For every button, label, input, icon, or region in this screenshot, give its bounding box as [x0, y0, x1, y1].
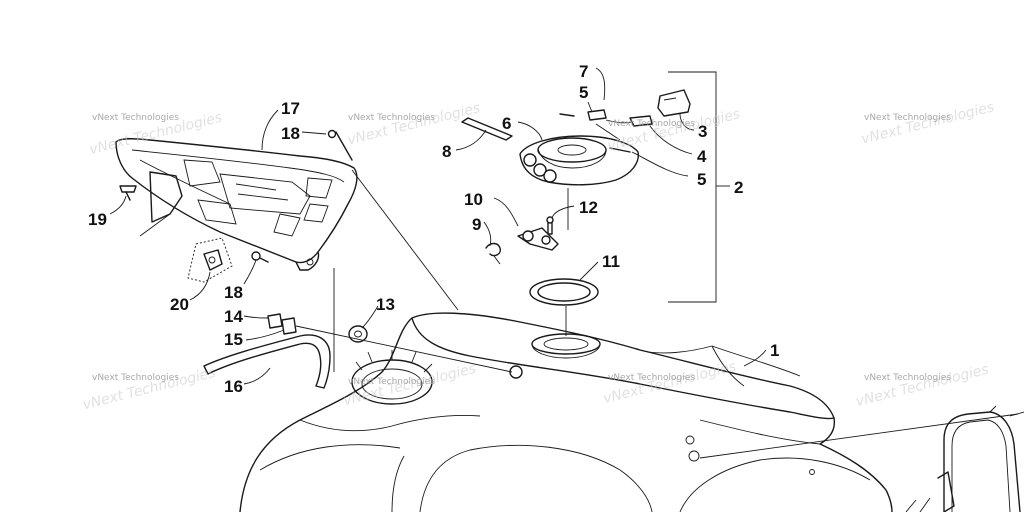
watermarks: vNext Technologies vNext Technologies vN…: [81, 99, 996, 413]
callout-20: 20: [170, 295, 189, 314]
callout-19: 19: [88, 210, 107, 229]
watermark: vNext Technologies: [864, 373, 951, 383]
hinge-bracket: [485, 216, 559, 265]
callout-1: 1: [770, 341, 779, 360]
callout-7: 7: [579, 62, 588, 81]
callout-10: 10: [464, 190, 483, 209]
callout-12: 12: [579, 198, 598, 217]
watermark: vNext Technologies: [864, 113, 951, 123]
grommet: [348, 325, 368, 343]
watermark: vNext Technologies: [608, 373, 695, 383]
watermark: vNext Technologies: [348, 113, 435, 123]
assembly-lines: [333, 123, 1019, 459]
callout-3: 3: [698, 122, 707, 141]
callout-5-upper: 5: [579, 83, 588, 102]
bracket: [187, 237, 233, 283]
watermark: vNext Technologies: [608, 119, 695, 129]
plug: [119, 185, 137, 201]
callout-16: 16: [224, 377, 243, 396]
hose-fitting: [203, 313, 513, 389]
cap-assembly: [461, 89, 691, 230]
watermark: vNext Technologies: [348, 377, 435, 387]
callout-15: 15: [224, 330, 243, 349]
fuel-tank: [239, 312, 893, 512]
callout-18-upper: 18: [281, 124, 300, 143]
screw-upper: [327, 129, 353, 161]
callout-2: 2: [734, 178, 743, 197]
gasket: [529, 278, 599, 336]
watermark-bg: vNext Technologies: [81, 365, 217, 413]
leader-lines: [109, 67, 767, 385]
callout-6: 6: [502, 114, 511, 133]
callout-8: 8: [442, 142, 451, 161]
watermark-bg: vNext Technologies: [854, 362, 990, 410]
callout-labels: 1 2 3 4 5 5 6 7 8 9 10 11 12 13 14 15 16…: [88, 62, 779, 396]
callout-14: 14: [224, 307, 243, 326]
callout-9: 9: [472, 215, 481, 234]
side-panel: [905, 405, 1024, 512]
callout-5-lower: 5: [697, 170, 706, 189]
watermark: vNext Technologies: [92, 373, 179, 383]
callout-13: 13: [376, 295, 395, 314]
watermark-bg: vNext Technologies: [346, 100, 482, 148]
callout-17: 17: [281, 99, 300, 118]
screw-lower: [251, 251, 269, 263]
callout-18-lower: 18: [224, 283, 243, 302]
watermark: vNext Technologies: [92, 113, 179, 123]
rear-cowl: [115, 137, 358, 271]
callout-4: 4: [697, 147, 707, 166]
watermark-bg: vNext Technologies: [860, 99, 996, 147]
callout-11: 11: [602, 252, 620, 271]
group-bracket: [668, 71, 717, 303]
